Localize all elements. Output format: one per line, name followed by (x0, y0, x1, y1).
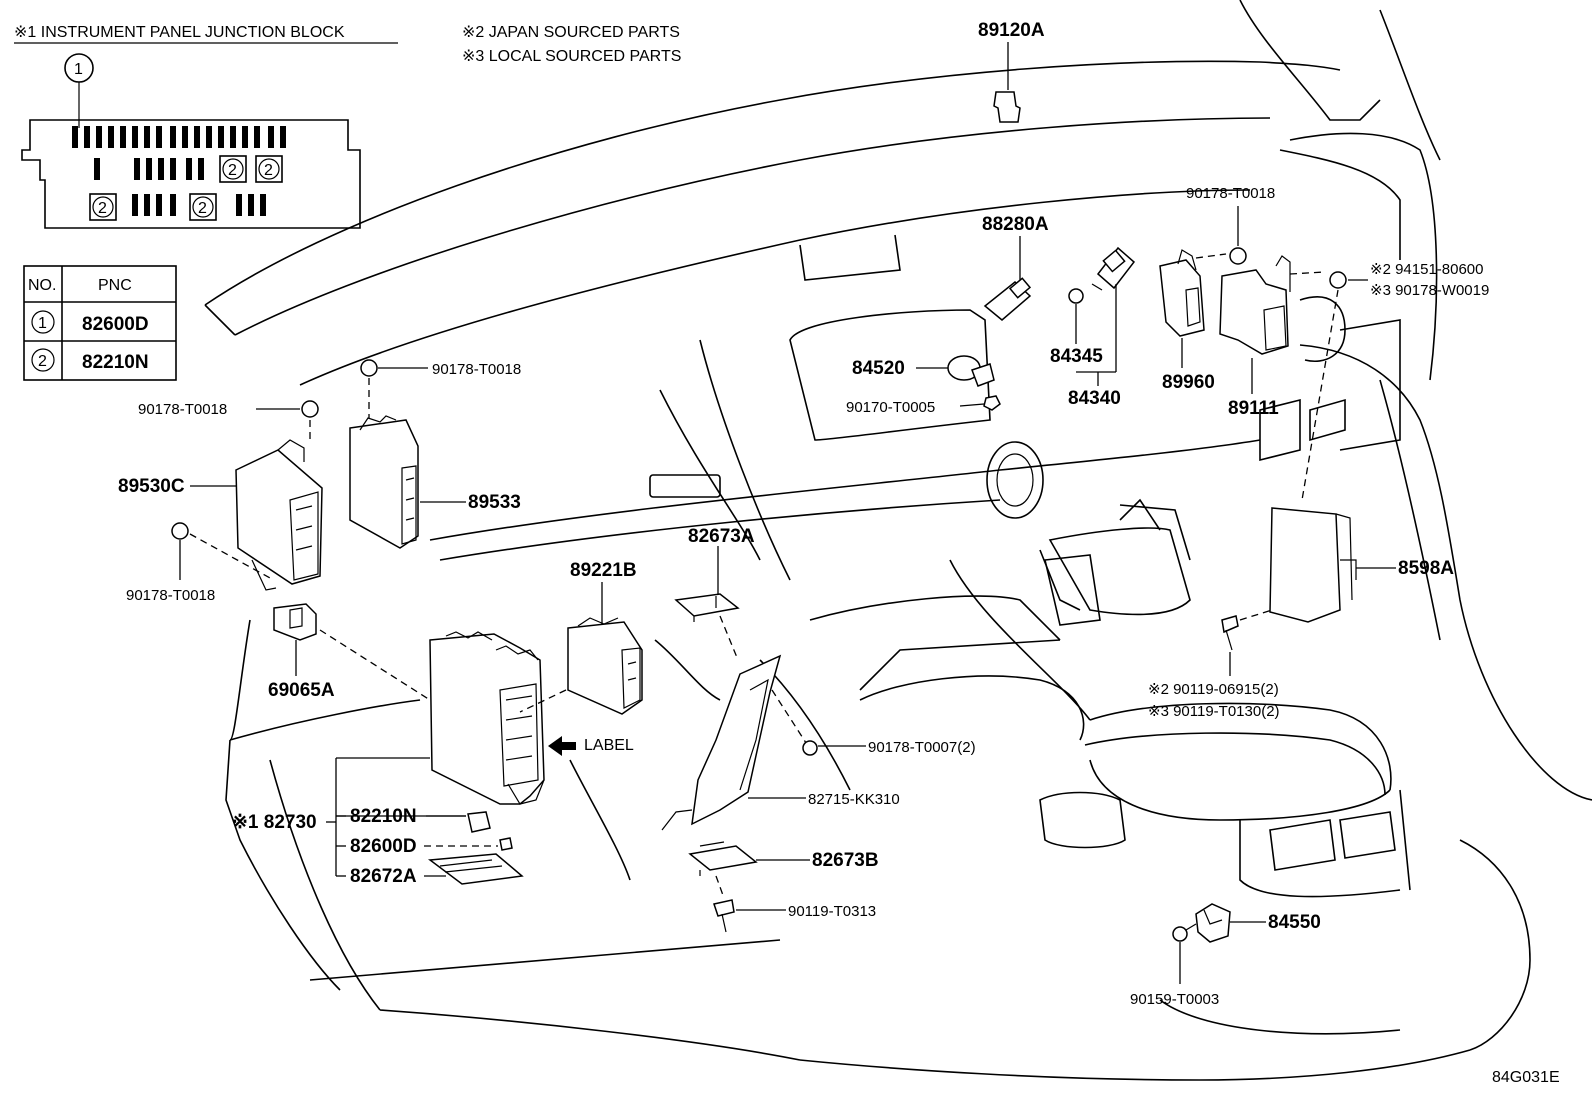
label-82672A: 82672A (350, 866, 417, 887)
part-89111 (1219, 255, 1325, 394)
part-88280A (983, 236, 1032, 321)
label-90178-T0018-top: 90178-T0018 (1186, 185, 1275, 202)
part-89530C (190, 439, 323, 591)
callout-number-1: 1 (74, 61, 83, 78)
part-94151-80600 (1301, 271, 1368, 501)
label-82673A: 82673A (688, 526, 755, 547)
label-84340: 84340 (1068, 388, 1121, 409)
slot-2c: 2 (98, 200, 107, 217)
part-89221B (519, 582, 643, 715)
label-8598A: 8598A (1398, 558, 1454, 579)
label-90178-T0018-a: 90178-T0018 (432, 361, 521, 378)
label-82715-KK310: 82715-KK310 (808, 791, 900, 808)
part-90159-T0003 (1172, 923, 1197, 984)
table-row-1-pnc: 82600D (82, 314, 149, 335)
part-90178-T0018-a (360, 359, 428, 418)
part-84550 (1195, 903, 1266, 943)
note-japan-sourced: ※2 JAPAN SOURCED PARTS (462, 24, 680, 41)
part-84520 (916, 355, 995, 387)
part-89960 (1159, 249, 1227, 368)
part-89120A (993, 42, 1021, 123)
part-82673A (674, 546, 740, 661)
label-84550: 84550 (1268, 912, 1321, 933)
part-90178-T0018-top (1229, 206, 1247, 265)
label-89960: 89960 (1162, 372, 1215, 393)
part-82672A (427, 853, 524, 885)
table-row-1-no: 1 (38, 315, 47, 332)
part-82715-KK310 (661, 654, 809, 831)
slot-2a: 2 (228, 162, 237, 179)
label-89530C: 89530C (118, 476, 185, 497)
label-88280A: 88280A (982, 214, 1049, 235)
label-89533: 89533 (468, 492, 521, 513)
label-82210N: 82210N (350, 806, 417, 827)
part-90119-T0313 (713, 899, 786, 933)
label-90178-T0007: 90178-T0007(2) (868, 739, 976, 756)
label-90178-T0018-b: 90178-T0018 (138, 401, 227, 418)
part-90178-T0018-b (256, 400, 319, 442)
part-82730 (326, 631, 545, 876)
part-69065A (273, 603, 431, 701)
slot-2d: 2 (198, 200, 207, 217)
fuse-slots (72, 126, 286, 216)
label-84345: 84345 (1050, 346, 1103, 367)
junction-block-inset: 1 2 2 2 2 (21, 53, 361, 229)
label-89221B: 89221B (570, 560, 637, 581)
label-69065A: 69065A (268, 680, 335, 701)
label-82673B: 82673B (812, 850, 879, 871)
label-text: LABEL (584, 737, 634, 754)
part-84340 (1068, 246, 1136, 386)
part-90170-T0005 (959, 395, 1001, 411)
label-84520: 84520 (852, 358, 905, 379)
label-94151-80600: ※2 94151-80600 (1370, 261, 1484, 278)
part-82600D (499, 837, 513, 851)
slot-2b: 2 (264, 162, 273, 179)
note-local-sourced: ※3 LOCAL SOURCED PARTS (462, 48, 681, 65)
label-90159-T0003: 90159-T0003 (1130, 991, 1219, 1008)
label-90119-T0313: 90119-T0313 (788, 903, 876, 920)
part-84345 (1068, 288, 1084, 304)
label-90178-W0019: ※3 90178-W0019 (1370, 282, 1489, 299)
part-89533 (349, 415, 466, 549)
label-90119-06915: ※2 90119-06915(2) (1148, 681, 1279, 698)
diagram-code: 84G031E (1492, 1069, 1560, 1086)
part-82673B (688, 841, 810, 899)
part-90119-06915 (1221, 609, 1273, 676)
note-junction-block: ※1 INSTRUMENT PANEL JUNCTION BLOCK (14, 24, 345, 41)
part-90178-T0007 (802, 740, 866, 756)
label-90178-T0018-c: 90178-T0018 (126, 587, 215, 604)
label-82730: ※1 82730 (232, 812, 317, 833)
label-89111: 89111 (1228, 398, 1279, 419)
label-90170-T0005: 90170-T0005 (846, 399, 935, 416)
label-89120A: 89120A (978, 20, 1045, 41)
table-row-2-no: 2 (38, 353, 47, 370)
table-header-no: NO. (28, 277, 56, 294)
pnc-table: NO. PNC 1 82600D 2 82210N (23, 265, 177, 381)
label-82600D: 82600D (350, 836, 417, 857)
dashboard-outline (204, 0, 1592, 1081)
table-header-pnc: PNC (98, 277, 132, 294)
part-8598A (1269, 507, 1396, 623)
label-arrow (548, 736, 576, 756)
label-90119-T0130: ※3 90119-T0130(2) (1148, 703, 1280, 720)
table-row-2-pnc: 82210N (82, 352, 149, 373)
